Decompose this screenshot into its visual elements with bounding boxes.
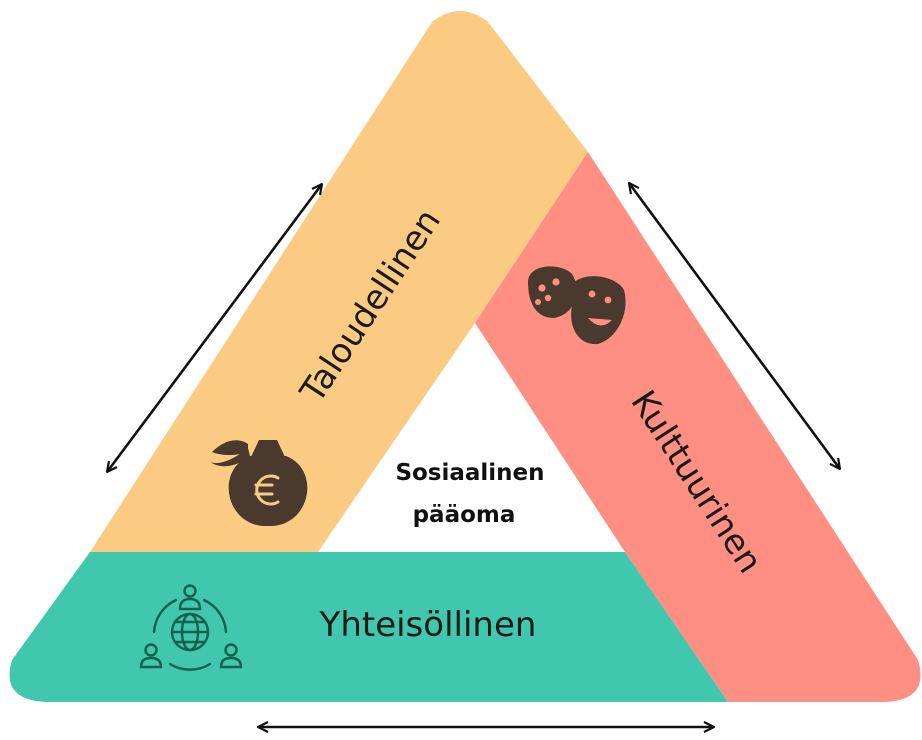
community-band <box>9 552 729 702</box>
community-globe-icon <box>139 584 243 671</box>
center-label-line1: Sosiaalinen <box>395 460 544 486</box>
left-double-arrow <box>107 184 322 472</box>
center-label-line2: pääoma <box>413 502 516 528</box>
money-bag-euro-icon <box>210 440 308 527</box>
theater-masks-icon <box>528 266 626 345</box>
community-label: Yhteisöllinen <box>319 605 537 645</box>
right-double-arrow <box>629 183 840 469</box>
